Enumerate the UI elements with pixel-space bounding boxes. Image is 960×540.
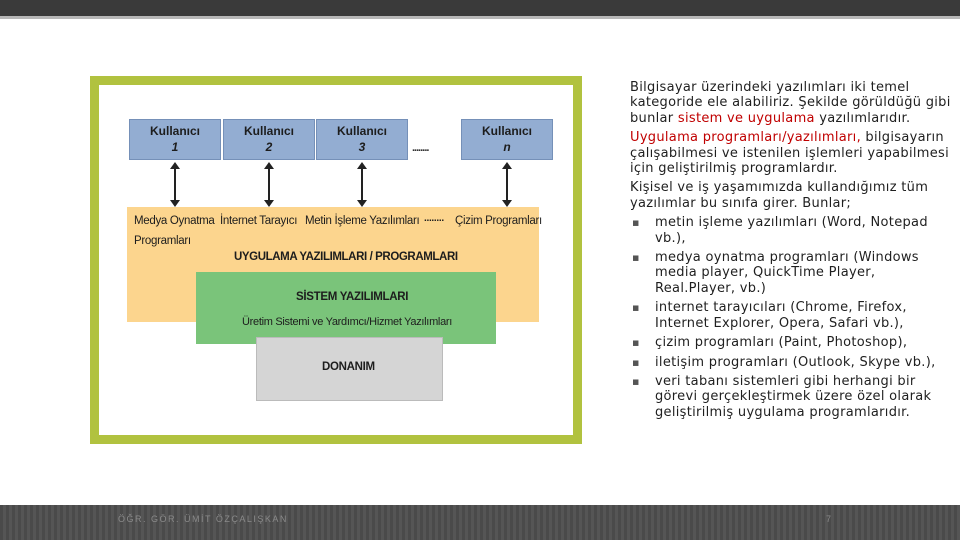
system-layer [196,272,496,344]
bullet-icon: ▪ [632,301,640,315]
user-box-label: Kullanıcı [481,124,532,138]
list-item: ▪ veri tabanı sistemleri gibi herhangi bi… [630,374,955,420]
user-box-1: Kullanıcı 1 [129,119,221,160]
user-box-label: Kullanıcı [336,124,387,138]
list-item-text: iletişim programları (Outlook, Skype vb.… [655,354,936,370]
user-box-label: Kullanıcı [149,124,200,138]
list-item: ▪ medya oynatma programları (Windows medi… [630,250,955,296]
system-layer-title: SİSTEM YAZILIMLARI [296,291,409,303]
list-item-text: metin işleme yazılımları (Word, Notepad … [655,215,928,246]
bullet-icon: ▪ [632,216,640,230]
list-item-text: veri tabanı sistemleri gibi herhangi bir… [655,373,932,420]
list-item-text: çizim programları (Paint, Photoshop), [655,335,908,351]
user-box-n: Kullanıcı n [461,119,553,160]
system-layer-subtitle: Üretim Sistemi ve Yardımcı/Hizmet Yazılı… [242,316,453,328]
definition-highlight: Uygulama programları/yazılımları, [630,130,861,146]
footer-author: ÖĞR. GÖR. ÜMİT ÖZÇALIŞKAN [118,514,288,524]
user-box-number: n [503,140,511,154]
definition-paragraph: Uygulama programları/yazılımları, bilgis… [630,130,955,176]
intro-text: Bilgisayar üzerindeki yazılımları iki te… [630,80,951,126]
app-media-player: Medya Oynatma Programları [134,211,215,251]
double-arrow-icon [264,162,274,207]
user-box-2: Kullanıcı 2 [223,119,315,160]
examples-list: ▪ metin işleme yazılımları (Word, Notepad… [630,215,955,420]
list-item: ▪ internet tarayıcıları (Chrome, Firefox,… [630,300,955,331]
definition-text: bilgisayarın çalışabilmesi ve istenilen … [630,130,950,177]
app-internet-browser: İnternet Tarayıcı [220,215,298,227]
hardware-layer [256,337,443,401]
top-header-stripe [0,16,960,19]
top-header-bar [0,0,960,16]
user-box-number: 3 [358,140,366,154]
user-box-number: 2 [265,140,273,154]
footer-bar [0,505,960,540]
app-media-line2: Programları [134,235,191,247]
examples-intro: Kişisel ve iş yaşamımızda kullandığımız … [630,180,929,211]
intro-text-end: yazılımlarıdır. [814,110,911,126]
application-layer-title: UYGULAMA YAZILIMLARI / PROGRAMLARI [234,251,458,263]
app-ellipsis: ........ [424,213,444,224]
bullet-icon: ▪ [632,336,640,350]
app-media-line1: Medya Oynatma [134,215,215,227]
list-item: ▪ çizim programları (Paint, Photoshop), [630,335,955,350]
app-drawing: Çizim Programları [455,215,542,227]
user-box-3: Kullanıcı 3 [316,119,408,160]
user-box-label: Kullanıcı [243,124,294,138]
bullet-icon: ▪ [632,374,640,388]
intro-paragraph: Bilgisayar üzerindeki yazılımları iki te… [630,80,955,126]
page-number: 7 [826,514,832,524]
bullet-icon: ▪ [632,251,640,265]
list-item: ▪ iletişim programları (Outlook, Skype vb… [630,355,955,370]
slide-body-text: Bilgisayar üzerindeki yazılımları iki te… [630,80,955,424]
bullet-icon: ▪ [632,355,640,369]
user-box-number: 1 [171,140,179,154]
intro-highlight: sistem ve uygulama [677,110,815,126]
hardware-layer-title: DONANIM [322,361,375,373]
list-item: ▪ metin işleme yazılımları (Word, Notepad… [630,215,955,246]
double-arrow-icon [357,162,367,207]
double-arrow-icon [502,162,512,207]
double-arrow-icon [170,162,180,207]
app-text-editor: Metin İşleme Yazılımları [305,215,420,227]
list-item-text: internet tarayıcıları (Chrome, Firefox, … [655,300,907,331]
user-ellipsis: ........ [412,142,429,154]
list-item-text: medya oynatma programları (Windows media… [655,250,919,296]
